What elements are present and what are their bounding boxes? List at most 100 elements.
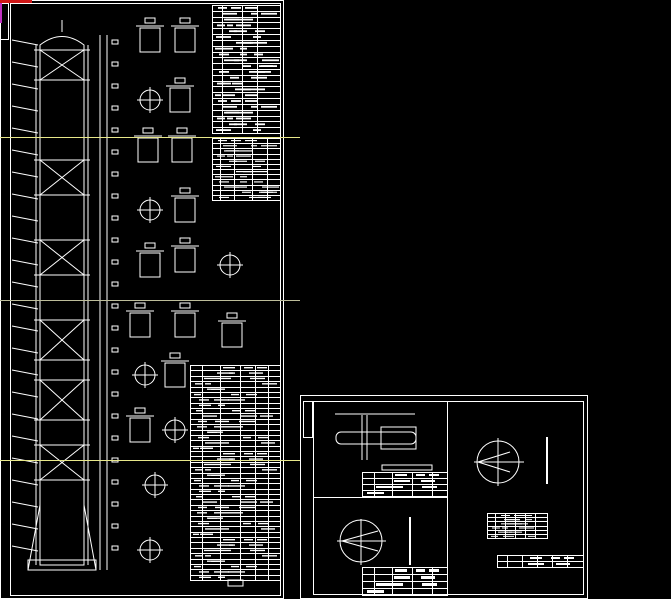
table-text: [257, 539, 267, 541]
table-text: [246, 565, 257, 568]
nozzle-symbol: [111, 127, 119, 133]
selection-marker: [0, 0, 32, 3]
nozzle-symbol: [111, 149, 119, 155]
table-text: [207, 474, 215, 476]
table-text: [251, 105, 257, 108]
table-text: [421, 576, 435, 579]
table-text: [240, 415, 257, 417]
table-text: [205, 442, 221, 444]
nozzle-symbol: [111, 281, 119, 287]
table-text: [229, 30, 237, 33]
nozzle-symbol: [111, 83, 119, 89]
table-text: [215, 420, 229, 423]
detail-label: [226, 312, 238, 319]
table-text: [194, 393, 201, 396]
leader-line: [11, 325, 39, 332]
table-text: [504, 519, 520, 521]
table-text: [219, 576, 225, 578]
table-text: [244, 367, 253, 369]
table-text: [502, 527, 508, 529]
table-text: [507, 523, 522, 525]
table-text: [220, 36, 231, 38]
table-text: [228, 399, 245, 401]
table-text: [254, 53, 263, 56]
table-text: [245, 94, 257, 97]
table-text: [258, 436, 269, 439]
table-text: [416, 569, 425, 572]
table-text: [249, 544, 263, 546]
table-text: [223, 145, 237, 147]
table-text: [217, 372, 233, 374]
nozzle-symbol: [111, 61, 119, 67]
table-text: [232, 82, 243, 85]
nozzle-symbol: [111, 347, 119, 353]
detail-body: [139, 27, 161, 53]
table-text: [207, 517, 213, 519]
leader-line: [11, 127, 39, 134]
nozzle-symbol: [111, 413, 119, 419]
table-text: [204, 377, 221, 380]
table-text: [229, 160, 237, 162]
table-text: [221, 47, 233, 50]
table-text: [262, 59, 279, 62]
column-vessel: [27, 20, 108, 571]
table-text: [250, 41, 267, 44]
detail-body: [137, 137, 159, 163]
detail-label: [144, 242, 156, 249]
table-text: [220, 129, 231, 131]
table-text: [526, 519, 532, 521]
table-text: [376, 583, 393, 586]
table-text: [244, 539, 253, 541]
table-text: [228, 485, 245, 487]
table-text: [253, 165, 261, 167]
table-text: [503, 535, 514, 537]
packing-cross: [39, 444, 85, 481]
detail-label: [179, 237, 191, 244]
table-text: [193, 447, 199, 449]
table-text: [207, 560, 215, 562]
table-text: [202, 501, 217, 503]
table-text: [197, 426, 207, 428]
flange-view-left: [337, 517, 411, 565]
table-text: [509, 531, 522, 533]
table-text: [223, 105, 237, 108]
nozzle-symbol: [111, 501, 119, 507]
table-text: [394, 576, 410, 579]
table-text: [217, 544, 233, 546]
leader-line: [11, 501, 39, 508]
detail-sheet: [300, 395, 588, 599]
table-text: [243, 522, 251, 525]
nozzle-callouts: [11, 39, 119, 552]
packing-sections: [34, 49, 90, 481]
title-block-tables: [362, 472, 584, 596]
table-text: [227, 155, 233, 157]
leader-line: [11, 39, 39, 46]
table-text: [216, 129, 223, 131]
leader-line: [11, 259, 39, 266]
nozzle-symbol: [111, 193, 119, 199]
table-text: [258, 71, 271, 73]
table-text: [228, 571, 245, 573]
leader-line: [11, 391, 39, 398]
detail-body: [174, 312, 196, 338]
table-text: [224, 59, 239, 62]
leader-line: [11, 193, 39, 200]
table-text: [394, 480, 410, 482]
nozzle-symbol: [111, 391, 119, 397]
table-text: [197, 512, 207, 514]
table-text: [234, 123, 247, 126]
table-text: [219, 196, 229, 198]
table-text: [242, 191, 251, 193]
table-text: [194, 479, 201, 482]
table-text: [258, 196, 271, 198]
table-text: [251, 12, 257, 15]
table-text: [214, 426, 227, 428]
nozzle-symbol: [111, 215, 119, 221]
table-text: [246, 479, 257, 482]
nozzle-symbol: [111, 325, 119, 331]
table-text: [235, 88, 249, 91]
parts-table-bottom: [190, 365, 281, 581]
nozzle-symbol: [111, 105, 119, 111]
table-text: [216, 36, 223, 38]
